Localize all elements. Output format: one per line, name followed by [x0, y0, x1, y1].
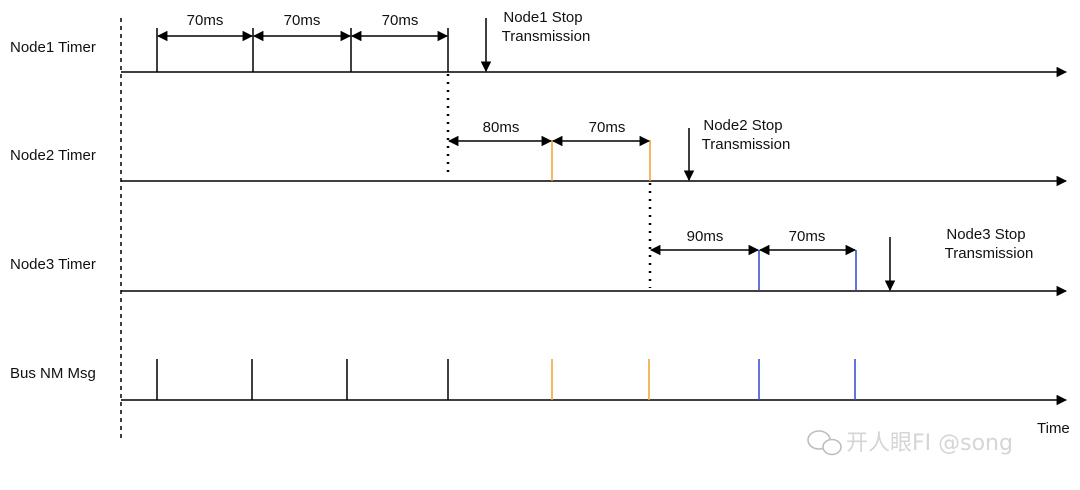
row-label-node3: Node3 Timer [10, 256, 96, 273]
row-label-node2: Node2 Timer [10, 147, 96, 164]
node1-interval-label: 70ms [187, 12, 224, 29]
node1-stop-note-line2: Transmission [502, 28, 591, 45]
node2-interval-label: 80ms [483, 119, 520, 136]
node3-interval-label: 90ms [687, 228, 724, 245]
node1-stop-note-line1: Node1 Stop [503, 9, 582, 26]
row-label-bus: Bus NM Msg [10, 365, 96, 382]
wechat-icon [807, 430, 842, 456]
node1-interval-label: 70ms [382, 12, 419, 29]
node1-interval-label: 70ms [284, 12, 321, 29]
node2-stop-note-line2: Transmission [702, 136, 791, 153]
node3-stop-note-line1: Node3 Stop [946, 226, 1025, 243]
node2-interval-label: 70ms [589, 119, 626, 136]
node3-interval-label: 70ms [789, 228, 826, 245]
watermark: 开人眼FI @song [807, 430, 1013, 456]
node3-stop-note-line2: Transmission [945, 245, 1034, 262]
watermark-text: 开人眼FI @song [846, 431, 1013, 456]
time-axis-label: Time [1037, 420, 1070, 437]
node2-stop-note-line1: Node2 Stop [703, 117, 782, 134]
row-label-node1: Node1 Timer [10, 39, 96, 56]
